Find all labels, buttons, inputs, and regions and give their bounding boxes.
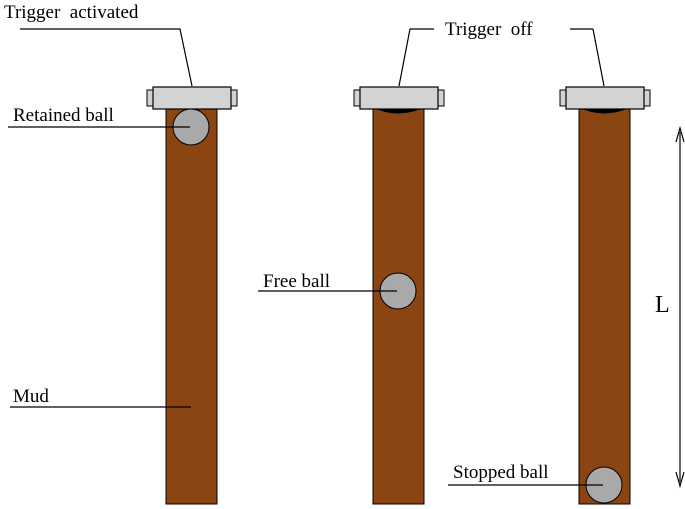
stopped-ball-label: Stopped ball: [453, 462, 549, 483]
length-arrow-head-top: [675, 125, 685, 143]
trigger-off-label: Trigger off: [445, 19, 533, 40]
mud-column-3: [578, 105, 631, 505]
trigger-activated-leader: [20, 28, 193, 87]
trigger-activated-label: Trigger activated: [4, 2, 139, 23]
length-label: L: [655, 292, 670, 318]
retained-ball-label: Retained ball: [13, 105, 114, 126]
length-arrow-head-bottom: [675, 471, 685, 489]
mud-column-1: [165, 105, 218, 505]
free-ball-label: Free ball: [263, 271, 330, 292]
trigger-2: [353, 86, 445, 110]
tube-1: [146, 86, 238, 505]
mud-label: Mud: [13, 386, 49, 407]
length-dimension: [675, 125, 685, 489]
trigger-3: [559, 86, 651, 110]
trigger-1: [146, 86, 238, 110]
tube-2: [353, 86, 445, 505]
trigger-off-leader-left: [398, 28, 411, 87]
trigger-off-leader-right: [592, 28, 605, 87]
tube-3: [559, 86, 651, 505]
leader-lines: [8, 28, 605, 486]
